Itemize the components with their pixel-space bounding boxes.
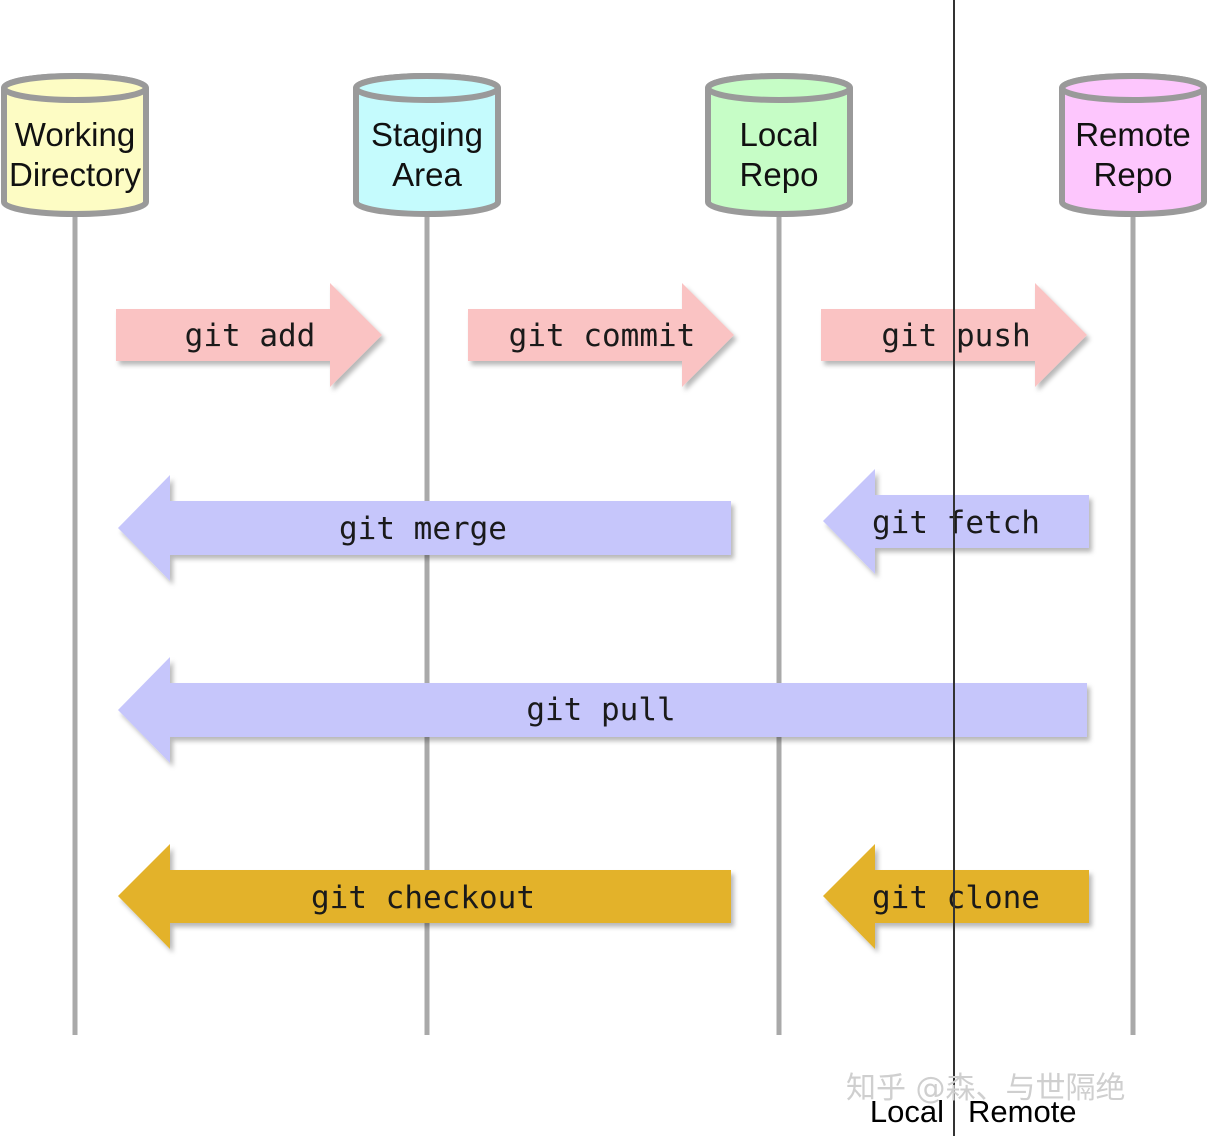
cylinder-top-remote <box>1059 73 1207 103</box>
arrow-git-merge-shape <box>118 475 731 581</box>
store-label-local-line1: Local <box>740 116 819 153</box>
arrow-git-fetch-shape <box>823 469 1089 574</box>
store-label-remote-line2: Repo <box>1094 156 1173 193</box>
store-remote-repo: Remote Repo <box>1059 73 1207 217</box>
region-label-local: Local <box>870 1094 944 1129</box>
arrow-git-pull-label: git pull <box>526 692 675 728</box>
cylinder-top-working <box>1 73 149 103</box>
arrow-git-checkout-shape <box>118 844 731 949</box>
arrow-git-fetch: git fetch <box>823 469 1089 574</box>
arrow-git-clone: git clone <box>823 844 1089 949</box>
arrow-git-clone-label: git clone <box>872 880 1040 916</box>
watermark: 知乎 @森、与世隔绝 <box>846 1071 1126 1106</box>
store-working-directory: Working Directory <box>0 73 149 217</box>
arrows: git add git commit git push git merge gi… <box>116 283 1089 949</box>
cylinder-top-staging <box>353 73 501 103</box>
arrow-git-commit-shape <box>468 283 734 387</box>
arrow-git-merge-label: git merge <box>339 511 507 547</box>
arrow-git-add-label: git add <box>185 318 316 354</box>
arrow-git-pull: git pull <box>118 657 1087 763</box>
cylinder-top-local <box>705 73 853 103</box>
arrow-git-checkout: git checkout <box>118 844 731 949</box>
arrow-git-merge: git merge <box>118 475 731 581</box>
stores: Working Directory Staging Area Local Rep… <box>0 73 1207 217</box>
store-staging-area: Staging Area <box>353 73 501 217</box>
store-label-staging-line2: Area <box>392 156 462 193</box>
store-local-repo: Local Repo <box>705 73 853 217</box>
arrow-git-checkout-label: git checkout <box>311 880 535 916</box>
arrow-git-commit: git commit <box>468 283 734 387</box>
store-label-staging-line1: Staging <box>371 116 483 153</box>
store-label-local-line2: Repo <box>740 156 819 193</box>
store-label-remote-line1: Remote <box>1075 116 1191 153</box>
region-label-remote: Remote <box>968 1094 1077 1129</box>
arrow-git-commit-label: git commit <box>509 318 696 354</box>
arrow-git-add: git add <box>116 283 382 387</box>
arrow-git-clone-shape <box>823 844 1089 949</box>
arrow-git-push-label: git push <box>881 318 1030 354</box>
arrow-git-add-shape <box>116 283 382 387</box>
arrow-git-fetch-label: git fetch <box>872 505 1040 541</box>
arrow-git-pull-shape <box>118 657 1087 763</box>
store-label-working-line1: Working <box>15 116 135 153</box>
store-label-working-line2: Directory <box>9 156 142 193</box>
